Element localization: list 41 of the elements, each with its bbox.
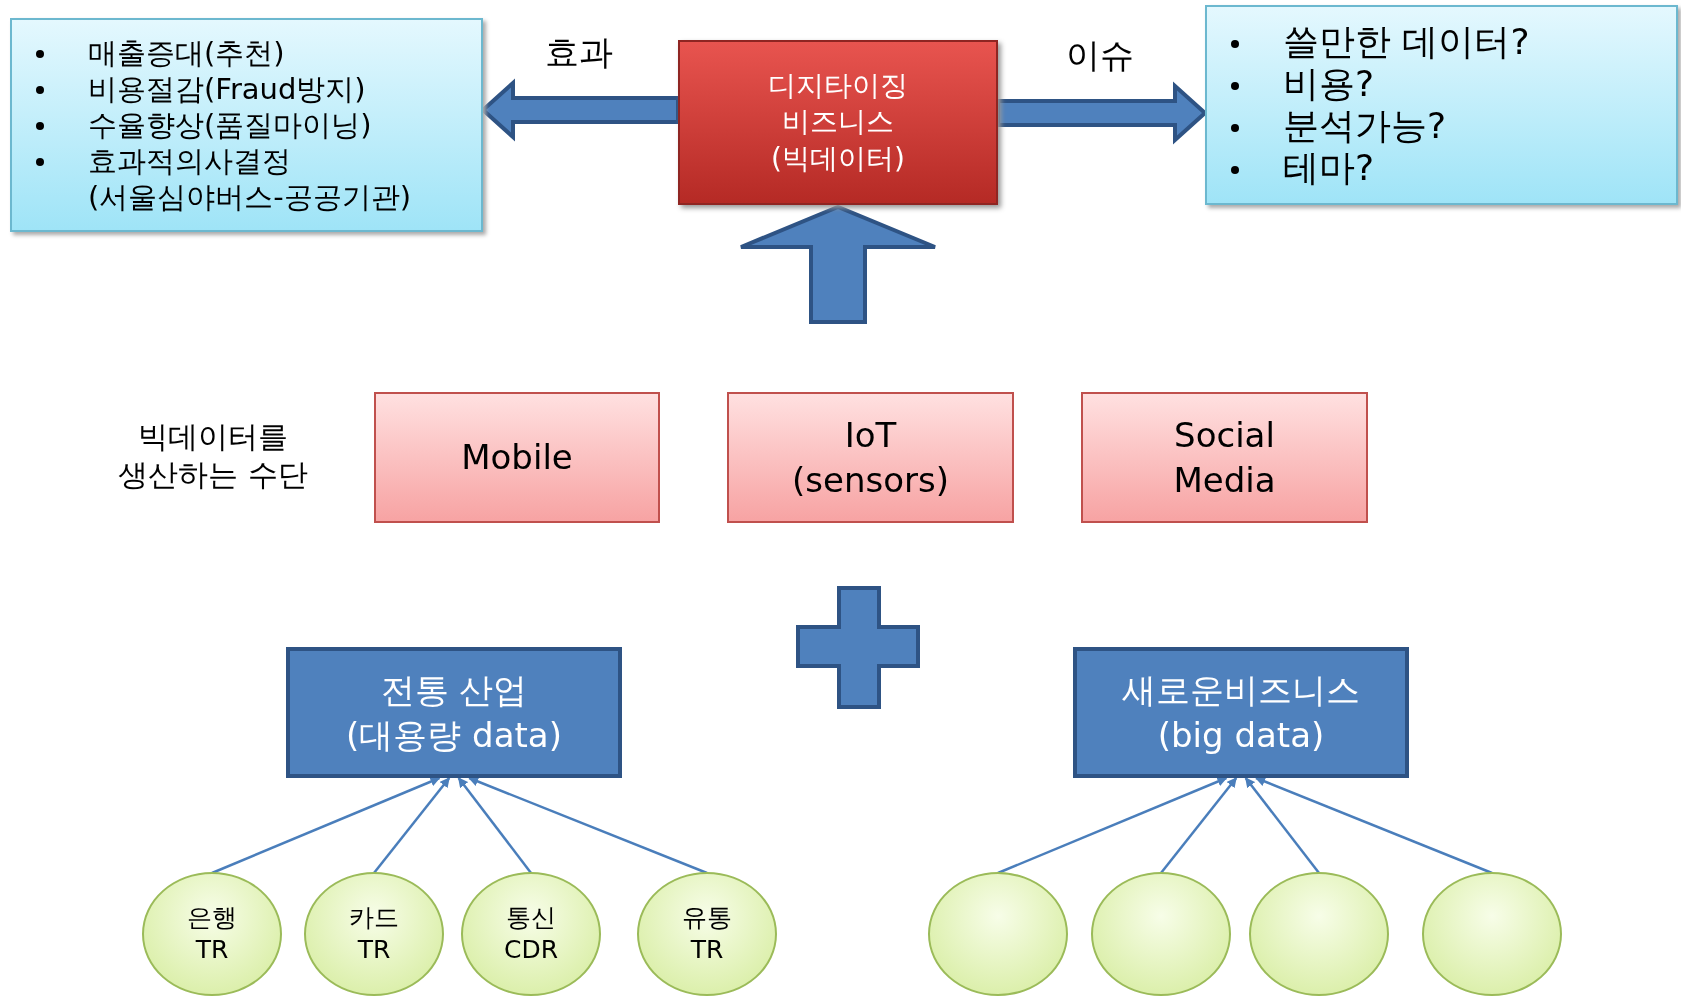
side-label: 빅데이터를 생산하는 수단 bbox=[117, 418, 309, 494]
edge-label: 효과 bbox=[544, 31, 613, 74]
process-box bbox=[678, 40, 998, 205]
node-label: Mobile bbox=[461, 436, 573, 480]
node-label: 디지타이징 비즈니스 (빅데이터) bbox=[767, 67, 909, 177]
node-label: 카드 TR bbox=[348, 901, 400, 966]
process-box bbox=[727, 392, 1014, 523]
node-label: 유통 TR bbox=[681, 901, 733, 966]
list-item: 비용절감(Fraud방지) bbox=[88, 72, 366, 106]
arrow bbox=[468, 776, 708, 875]
list-item: 매출증대(추천) bbox=[88, 36, 285, 70]
process-box bbox=[286, 647, 622, 778]
text-box bbox=[1205, 5, 1678, 205]
plus-sign bbox=[796, 586, 920, 709]
list-item: 분석가능? bbox=[1283, 105, 1447, 146]
arrow bbox=[211, 776, 441, 875]
list-item: 쓸만한 데이터? bbox=[1283, 21, 1530, 62]
text-box bbox=[10, 18, 483, 232]
process-box bbox=[374, 392, 660, 523]
block-arrow bbox=[996, 81, 1208, 145]
process-box bbox=[1081, 392, 1368, 523]
list-item: 비용? bbox=[1283, 63, 1375, 104]
arrow bbox=[373, 777, 451, 874]
arrow bbox=[1255, 776, 1493, 875]
process-box bbox=[1073, 647, 1409, 778]
arrow bbox=[457, 777, 532, 874]
node-label: Social Media bbox=[1172, 414, 1277, 502]
block-arrow bbox=[739, 204, 937, 324]
arrow bbox=[1160, 777, 1238, 874]
arrow bbox=[997, 776, 1228, 875]
list-item: 효과적의사결정(서울심야버스-공공기관) bbox=[88, 144, 412, 214]
list-item: 수율향상(품질마이닝) bbox=[88, 108, 372, 142]
node-label: 새로운비즈니스 (big data) bbox=[1121, 669, 1361, 757]
node-label: 전통 산업 (대용량 data) bbox=[345, 669, 563, 757]
edge-label: 이슈 bbox=[1065, 34, 1134, 77]
node-label: IoT (sensors) bbox=[791, 414, 950, 502]
arrow bbox=[1244, 777, 1320, 874]
list-item: 테마? bbox=[1283, 147, 1375, 188]
block-arrow bbox=[480, 78, 680, 142]
node-label: 통신 CDR bbox=[502, 901, 560, 966]
node-label: 은행 TR bbox=[186, 901, 238, 966]
